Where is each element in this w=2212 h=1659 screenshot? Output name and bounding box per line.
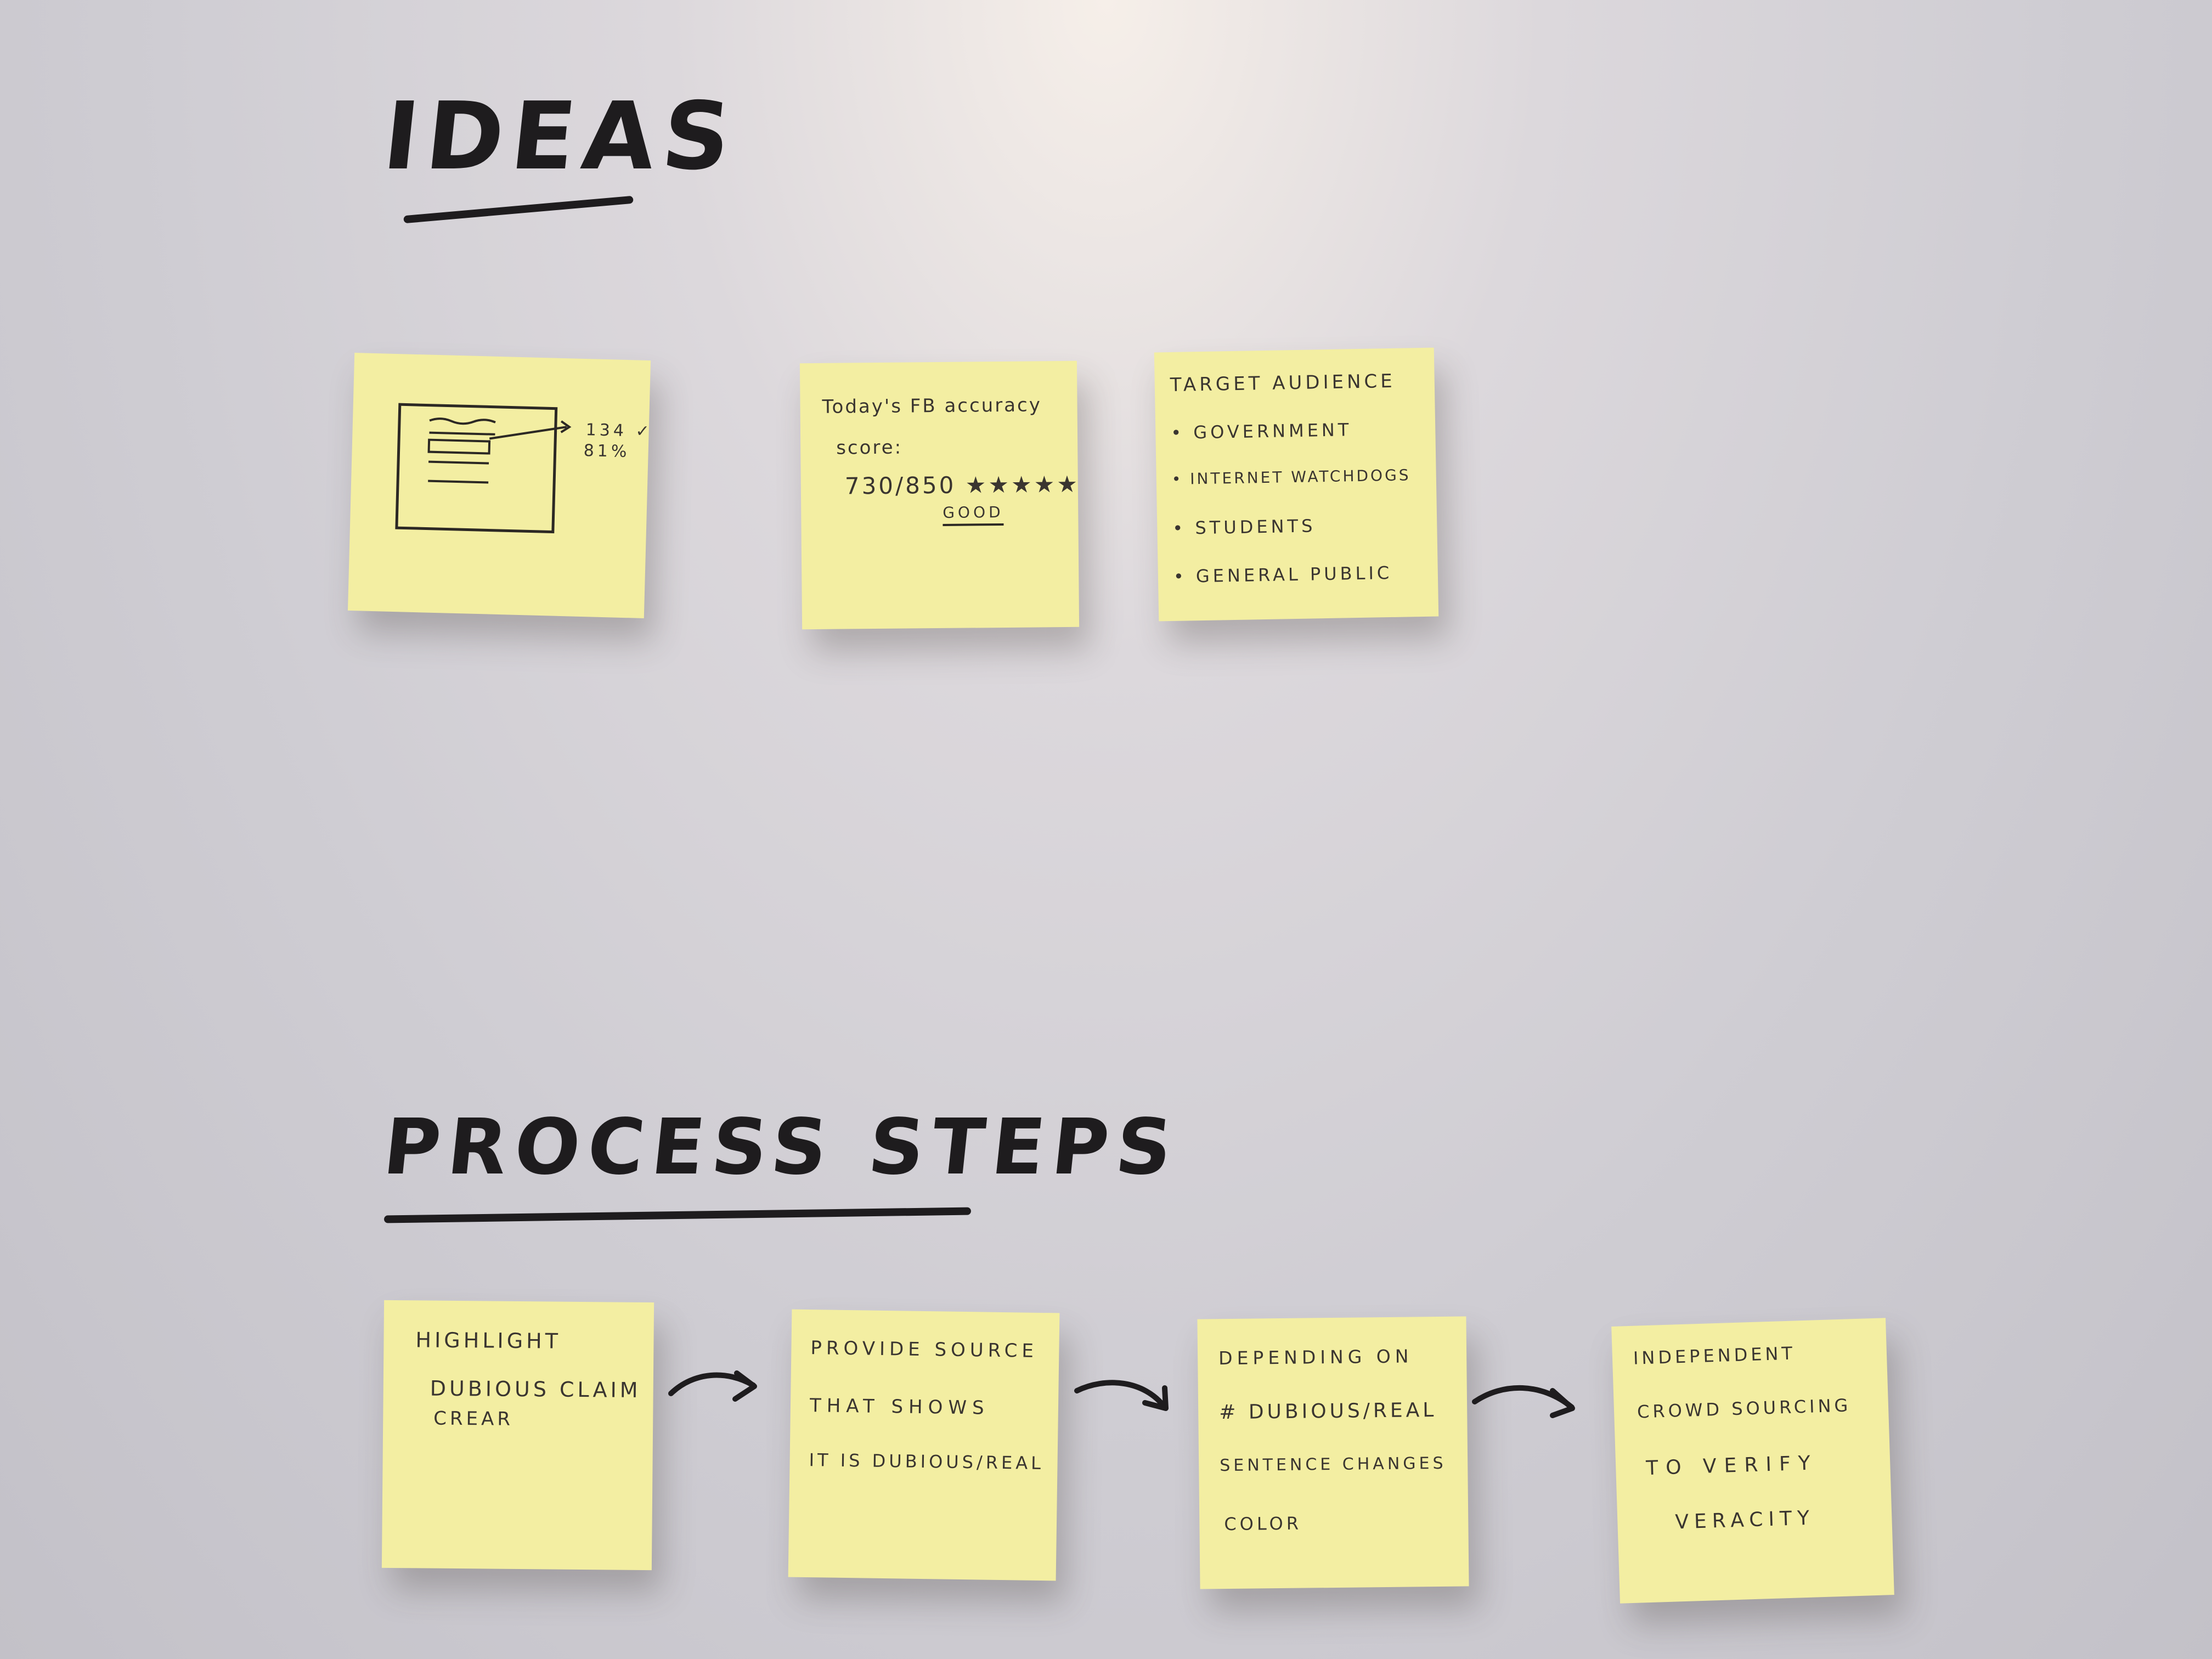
arrow-icon — [1074, 1380, 1169, 1411]
accuracy-rating: GOOD — [943, 503, 1004, 526]
process-note-text: DUBIOUS CLAIM — [430, 1376, 641, 1402]
accuracy-title: Today's FB accuracy — [822, 394, 1042, 418]
process-note-text: CREAR — [433, 1407, 514, 1430]
process-note-text: COLOR — [1224, 1513, 1302, 1535]
process-note-crowd-sourcing: INDEPENDENT CROWD SOURCING TO VERIFY VER… — [1611, 1318, 1894, 1604]
process-note-depending: DEPENDING ON # DUBIOUS/REAL SENTENCE CHA… — [1197, 1316, 1469, 1589]
audience-title: TARGET AUDIENCE — [1170, 370, 1396, 396]
process-note-text: THAT SHOWS — [809, 1395, 990, 1419]
process-note-text: INDEPENDENT — [1633, 1342, 1796, 1369]
audience-item: • GOVERNMENT — [1170, 419, 1352, 443]
audience-item: • STUDENTS — [1172, 515, 1316, 539]
process-note-highlight: HIGHLIGHT DUBIOUS CLAIM CREAR — [381, 1300, 654, 1571]
process-note-text: VERACITY — [1674, 1506, 1815, 1534]
process-heading: PROCESS STEPS — [379, 1103, 1184, 1192]
audience-item: • GENERAL PUBLIC — [1173, 562, 1393, 587]
idea-note-target-audience: TARGET AUDIENCE • GOVERNMENT • INTERNET … — [1154, 347, 1439, 622]
process-note-text: # DUBIOUS/REAL — [1219, 1399, 1437, 1424]
idea-note-accuracy-score: Today's FB accuracy score: 730/850 ★★★★★… — [799, 360, 1080, 630]
wireframe-sketch — [395, 403, 572, 534]
process-note-text: HIGHLIGHT — [415, 1328, 562, 1353]
process-note-text: IT IS DUBIOUS/REAL — [809, 1449, 1045, 1474]
audience-item: • INTERNET WATCHDOGS — [1171, 466, 1411, 488]
arrow-icon — [1472, 1385, 1575, 1418]
process-note-provide-source: PROVIDE SOURCE THAT SHOWS IT IS DUBIOUS/… — [788, 1309, 1060, 1581]
process-note-text: TO VERIFY — [1645, 1452, 1819, 1480]
accuracy-score-value: 730/850 ★★★★★ — [844, 470, 1080, 500]
sketch-label-percent: 81% — [583, 441, 630, 462]
process-note-text: CROWD SOURCING — [1637, 1395, 1852, 1423]
process-note-text: DEPENDING ON — [1218, 1345, 1413, 1369]
process-note-text: SENTENCE CHANGES — [1220, 1453, 1447, 1476]
ideas-heading: IDEAS — [378, 82, 743, 191]
sketch-label-count: 134 ✓ — [585, 420, 653, 442]
accuracy-score-label: score: — [836, 436, 903, 459]
idea-note-sketch: 134 ✓ 81% — [347, 353, 653, 618]
process-heading-underline — [383, 1207, 972, 1223]
arrow-icon — [668, 1370, 757, 1402]
ideas-heading-underline — [403, 195, 634, 224]
process-note-text: PROVIDE SOURCE — [810, 1337, 1039, 1362]
